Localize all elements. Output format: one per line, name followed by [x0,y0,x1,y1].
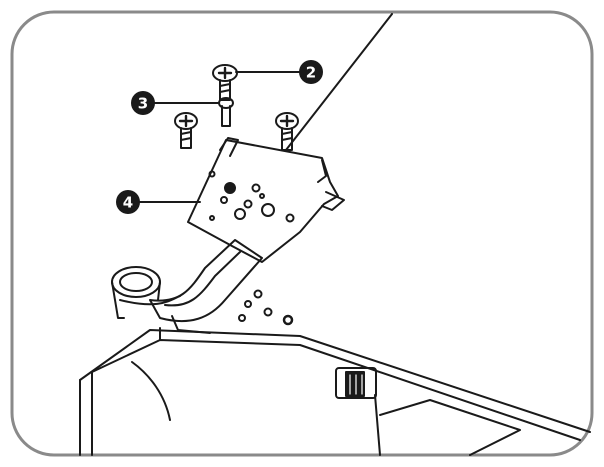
frame-border [10,10,594,457]
mounting-bracket [187,137,345,263]
callout-number: 4 [123,194,133,212]
tv-edge-line [285,13,393,151]
callout-3: 3 [131,91,155,115]
callout-marker [131,91,155,115]
callout-number: 3 [138,95,148,113]
callout-marker [299,60,323,84]
callout-2: 2 [299,60,323,84]
callout-number: 2 [306,64,316,82]
screw-left [174,112,198,149]
callout-4: 4 [116,190,140,214]
callout-marker [116,190,140,214]
cable-connector [335,367,377,399]
mounting-holes [238,289,294,326]
stand-arm [149,239,263,334]
tv-base-panel [79,327,591,456]
screw-right [275,112,299,151]
